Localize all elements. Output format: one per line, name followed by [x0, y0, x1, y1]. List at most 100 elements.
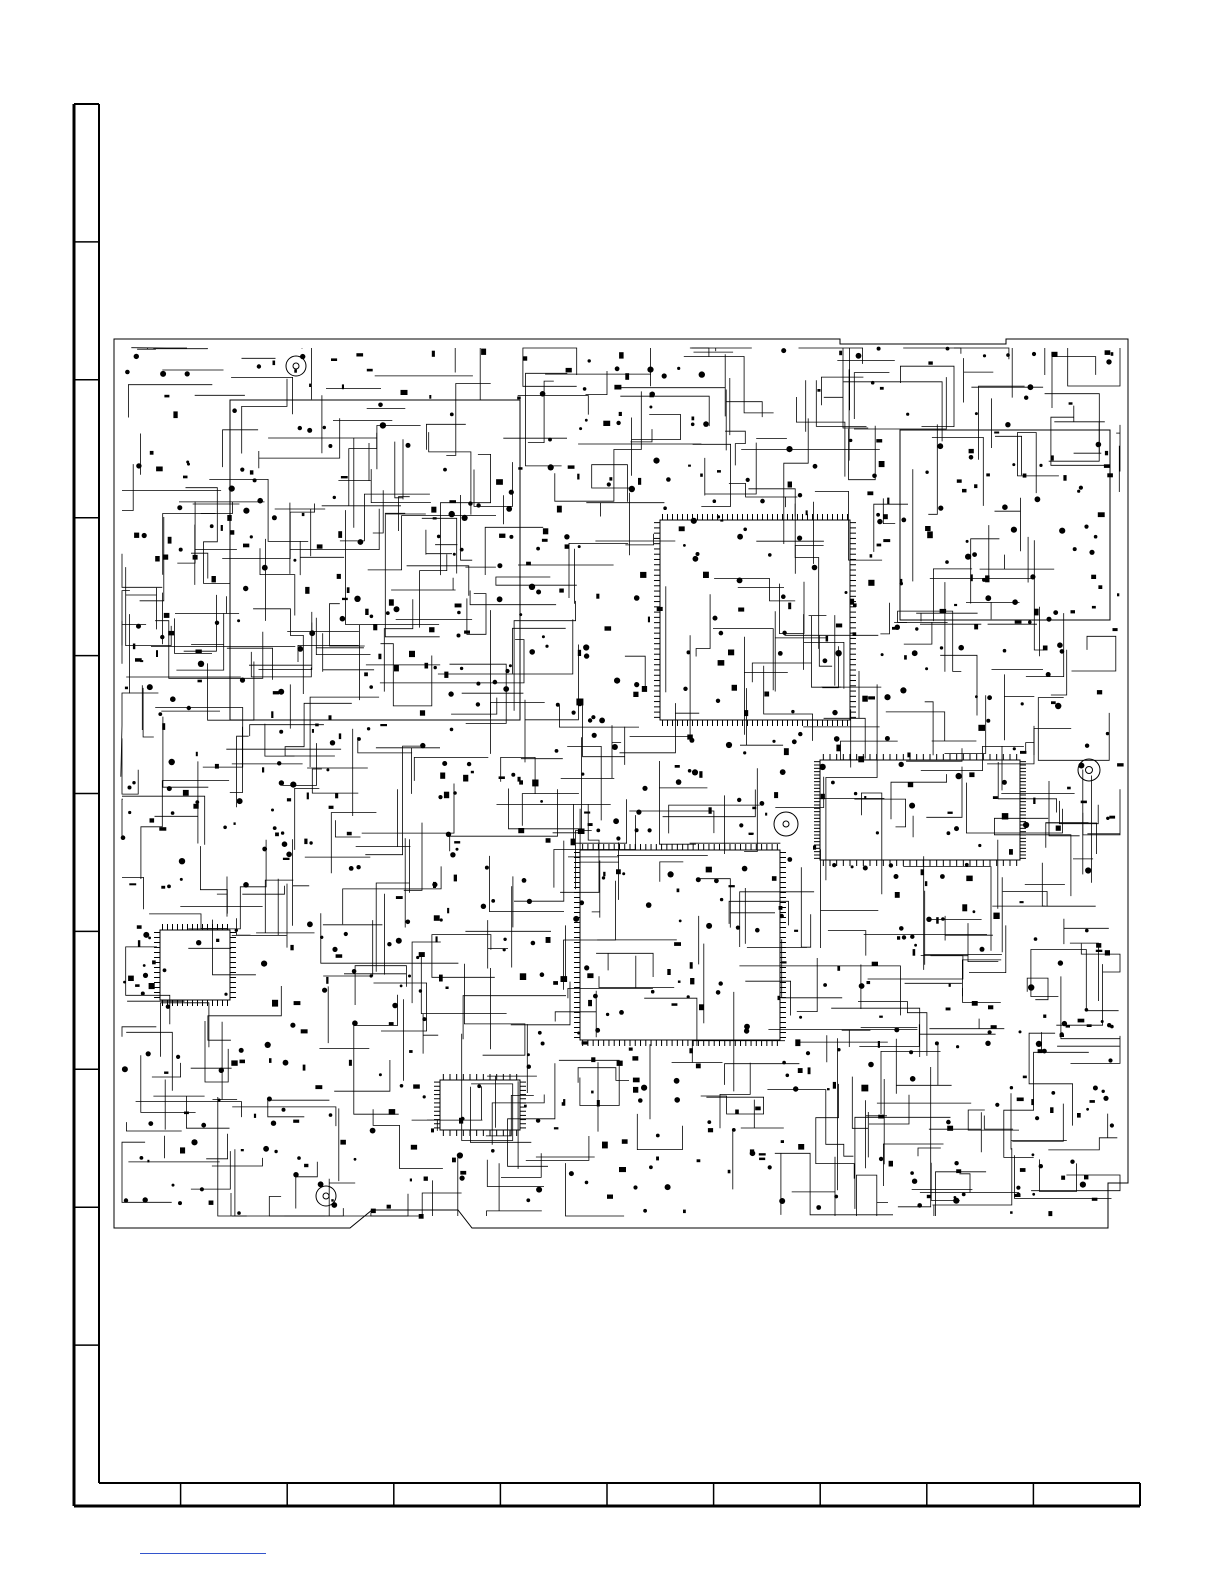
pad: [523, 356, 528, 360]
pad: [369, 685, 373, 689]
pad: [267, 1097, 272, 1102]
pad: [476, 682, 480, 686]
pad: [216, 939, 219, 942]
pad: [180, 878, 183, 881]
pad: [739, 823, 743, 827]
pad: [1058, 960, 1063, 965]
pad: [579, 427, 582, 430]
pad: [136, 624, 141, 629]
pad: [463, 775, 468, 782]
pad: [147, 684, 153, 690]
pad: [709, 807, 712, 814]
pad: [938, 506, 943, 511]
pad: [1047, 617, 1052, 622]
pad: [232, 408, 237, 413]
pad: [1006, 353, 1010, 357]
pad: [171, 811, 175, 815]
pad: [827, 1088, 830, 1090]
pad: [124, 1198, 128, 1202]
pad: [420, 710, 425, 715]
pad: [240, 678, 245, 683]
pad: [583, 644, 589, 650]
pad: [322, 988, 327, 993]
footer-link-underline[interactable]: [140, 1553, 266, 1554]
pad: [1017, 1098, 1024, 1102]
pad: [1105, 451, 1108, 455]
pad: [962, 489, 967, 493]
pad: [485, 866, 489, 870]
pad: [885, 736, 890, 741]
pad: [140, 660, 143, 662]
pad: [703, 421, 709, 427]
pad: [969, 449, 974, 453]
pad: [1066, 1025, 1070, 1027]
pad: [160, 371, 166, 377]
pad: [650, 392, 655, 397]
pad: [633, 1185, 637, 1189]
pad: [798, 732, 802, 736]
pad: [619, 412, 622, 416]
pad: [799, 1016, 802, 1019]
pad: [347, 832, 352, 836]
pad: [496, 479, 503, 485]
pad: [309, 630, 315, 636]
pad: [584, 653, 589, 658]
pad: [690, 978, 694, 984]
pad: [735, 1110, 739, 1115]
pad: [856, 353, 862, 359]
pad: [742, 866, 748, 872]
pad: [617, 1061, 623, 1066]
pad: [1102, 1090, 1105, 1093]
pad: [160, 635, 164, 639]
pad: [460, 548, 464, 552]
pad: [749, 833, 754, 835]
pad: [250, 470, 254, 474]
pad: [634, 595, 640, 601]
pad: [612, 744, 618, 750]
pad: [615, 366, 620, 371]
pad: [290, 782, 296, 788]
pad: [1050, 1107, 1053, 1113]
pad: [718, 660, 725, 666]
pad: [1016, 1186, 1020, 1190]
pad: [293, 1172, 298, 1177]
pad: [1055, 703, 1061, 709]
pad: [1032, 1153, 1035, 1156]
pad: [365, 609, 368, 615]
pad: [196, 940, 201, 945]
pad: [836, 624, 842, 628]
pad: [947, 1126, 953, 1131]
pad: [836, 745, 840, 752]
pad: [548, 464, 554, 470]
pad: [700, 474, 703, 477]
pad: [121, 835, 126, 840]
pad: [307, 921, 313, 927]
pad: [779, 1198, 785, 1204]
pad: [941, 917, 945, 921]
pad: [587, 973, 593, 978]
pad: [892, 627, 898, 630]
pad: [468, 501, 472, 505]
pad: [1046, 672, 1051, 677]
pad: [195, 800, 199, 804]
pad: [634, 682, 639, 687]
pad: [732, 685, 737, 691]
pad: [954, 1161, 958, 1165]
pad: [588, 718, 592, 722]
pad: [878, 1041, 880, 1048]
pad: [1024, 396, 1028, 400]
pad: [692, 417, 695, 421]
pad: [596, 829, 600, 833]
pad: [148, 1121, 153, 1126]
pad: [854, 792, 857, 795]
pad: [1092, 606, 1096, 609]
pad: [505, 669, 509, 673]
pad: [954, 826, 959, 831]
pad: [707, 1120, 711, 1124]
pad: [1077, 1113, 1081, 1118]
pad: [687, 650, 691, 654]
pad: [1028, 384, 1034, 390]
pad: [633, 1087, 638, 1093]
pad: [677, 889, 680, 893]
pad: [339, 733, 341, 739]
